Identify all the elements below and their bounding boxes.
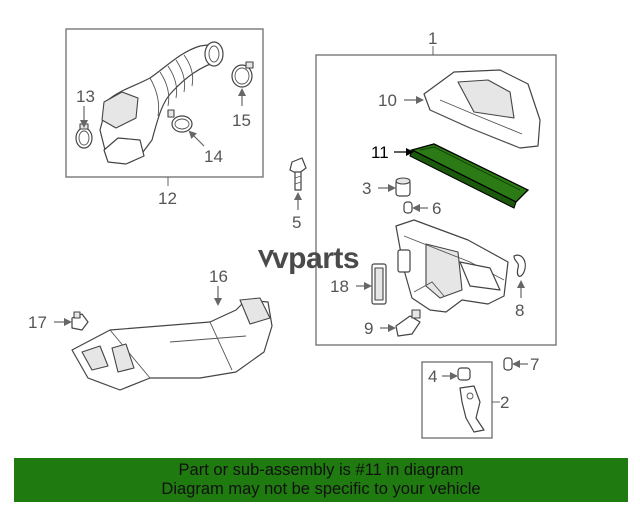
bracket-2-part[interactable] — [459, 385, 485, 433]
hose-clamp-13-part[interactable] — [75, 123, 93, 149]
info-banner: Part or sub-assembly is #11 in diagram D… — [14, 458, 628, 502]
callout-5[interactable]: 5 — [292, 213, 301, 232]
callout-3[interactable]: 3 — [362, 179, 371, 198]
sensor-9-part[interactable] — [395, 309, 421, 337]
hose-clamp-14-part[interactable] — [167, 109, 193, 133]
air-duct-16-part[interactable] — [71, 297, 273, 391]
callout-10[interactable]: 10 — [378, 91, 397, 110]
clip-8-part[interactable] — [513, 254, 526, 277]
banner-line-2: Diagram may not be specific to your vehi… — [161, 480, 481, 498]
callout-2[interactable]: 2 — [500, 393, 509, 412]
callout-16[interactable]: 16 — [209, 267, 228, 286]
air-cleaner-cover-part[interactable] — [423, 69, 541, 149]
air-filter-element-part[interactable] — [409, 143, 530, 209]
callout-13[interactable]: 13 — [76, 87, 95, 106]
banner-line-1: Part or sub-assembly is #11 in diagram — [178, 461, 464, 479]
brand-text: vparts — [272, 242, 359, 275]
callout-9[interactable]: 9 — [364, 319, 373, 338]
callout-14[interactable]: 14 — [204, 147, 223, 166]
group-box-2 — [421, 361, 500, 439]
callout-4[interactable]: 4 — [428, 367, 437, 386]
bolt-17-part[interactable] — [71, 311, 89, 331]
grommet-4-part[interactable] — [457, 367, 471, 381]
intake-hose-part[interactable] — [99, 41, 224, 165]
air-cleaner-body-part[interactable] — [395, 219, 509, 313]
group-box-1 — [315, 46, 557, 346]
callout-12[interactable]: 12 — [158, 189, 177, 208]
filter-18-part[interactable] — [371, 263, 387, 305]
callout-15[interactable]: 15 — [232, 111, 251, 130]
vparts-logo: vparts — [258, 242, 360, 275]
callout-1[interactable]: 1 — [428, 29, 437, 48]
bolt-5-part[interactable] — [289, 157, 307, 191]
callout-8[interactable]: 8 — [515, 301, 524, 320]
grommet-6-part[interactable] — [403, 201, 413, 214]
callout-7[interactable]: 7 — [530, 355, 539, 374]
callout-17[interactable]: 17 — [28, 313, 47, 332]
callout-6[interactable]: 6 — [432, 199, 441, 218]
callout-18[interactable]: 18 — [330, 277, 349, 296]
hose-clamp-15-part[interactable] — [231, 61, 254, 88]
grommet-7-part[interactable] — [503, 357, 513, 371]
callout-11[interactable]: 11 — [371, 143, 389, 162]
grommet-3-part[interactable] — [395, 177, 411, 197]
group-box-12 — [65, 28, 264, 186]
